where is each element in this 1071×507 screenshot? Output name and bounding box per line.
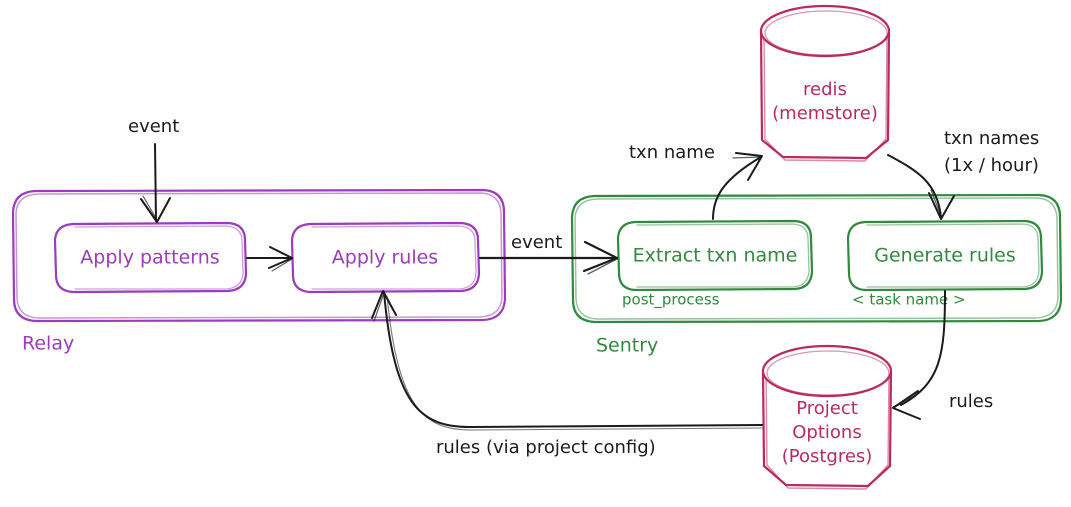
edge-txn-name-up-arrowhead <box>735 152 763 181</box>
edge-rules-to-relay-line-sketch <box>386 295 763 431</box>
redis-cylinder-body <box>759 29 891 160</box>
group-relay: Relay <box>11 188 507 355</box>
redis-cylinder-body-sketch <box>763 33 888 162</box>
extract-txn-name-sublabel: post_process <box>622 291 720 310</box>
project-options-cylinder-top-sketch <box>766 350 890 396</box>
edge-rules-to-relay-arrowhead <box>371 290 397 319</box>
edge-rules-to-relay: rules (via project config) <box>371 290 763 458</box>
node-apply-rules[interactable]: Apply rules <box>290 221 481 294</box>
group-sentry: Sentry <box>570 193 1063 357</box>
edge-event-to-sentry-arrowhead <box>582 240 619 273</box>
relay-group-label: Relay <box>22 333 74 355</box>
sentry-container-outline-sketch <box>574 197 1059 320</box>
edge-rules-to-pg: rules <box>892 290 993 420</box>
project-options-cylinder-top <box>761 344 893 398</box>
edge-rules-to-relay-line <box>383 291 763 429</box>
edge-event-to-sentry: event <box>478 232 619 275</box>
edge-txn-name-up-arrowhead-sketch <box>732 156 762 159</box>
project-options-label-line1: Project <box>796 398 858 419</box>
sentry-container-outline <box>570 193 1063 324</box>
edge-patterns-to-rules-arrowhead <box>268 246 293 269</box>
node-apply-patterns[interactable]: Apply patterns <box>53 221 248 294</box>
apply-rules-label: Apply rules <box>332 247 438 269</box>
generate-rules-label: Generate rules <box>874 245 1016 267</box>
edge-txn-names-down: txn names (1x / hour) <box>887 128 1039 220</box>
project-options-label-line3: (Postgres) <box>782 446 873 467</box>
edge-event-in-arrowhead-sketch <box>142 195 158 221</box>
edge-txn-names-down-arrowhead-sketch <box>930 189 942 217</box>
edge-txn-names-down-label-line2: (1x / hour) <box>944 155 1039 176</box>
edge-txn-name-up-line <box>712 156 762 220</box>
edge-rules-to-relay-arrowhead-sketch <box>373 292 385 322</box>
redis-label-line1: redis <box>803 79 847 100</box>
edge-rules-to-pg-arrowhead-sketch <box>892 394 917 408</box>
datastore-redis[interactable]: redis (memstore) <box>759 4 891 162</box>
generate-rules-box-sketch <box>866 223 1040 288</box>
edge-txn-names-down-line <box>887 154 942 219</box>
datastore-project-options[interactable]: Project Options (Postgres) <box>761 344 893 490</box>
generate-rules-box <box>846 219 1044 292</box>
extract-txn-name-label: Extract txn name <box>633 245 798 267</box>
edge-event-in-arrowhead <box>140 197 171 223</box>
edge-event-in-label: event <box>128 116 179 137</box>
node-extract-txn-name[interactable]: Extract txn name post_process <box>616 219 814 310</box>
edge-rules-to-pg-label: rules <box>949 391 993 412</box>
project-options-cylinder-body-sketch <box>765 373 890 490</box>
apply-patterns-box <box>53 221 248 294</box>
edge-txn-names-down-label-line1: txn names <box>944 128 1039 149</box>
edge-rules-to-pg-line <box>900 290 946 406</box>
project-options-label-line2: Options <box>792 422 861 443</box>
edge-patterns-to-rules-arrowhead-sketch <box>271 258 293 272</box>
edge-rules-to-relay-label: rules (via project config) <box>436 437 656 458</box>
relay-container-outline <box>11 188 507 323</box>
edge-rules-to-pg-arrowhead <box>892 390 921 420</box>
edge-event-to-sentry-label: event <box>511 232 562 253</box>
edge-event-to-sentry-arrowhead-sketch <box>587 258 618 275</box>
edge-event-in: event <box>128 116 179 223</box>
edge-txn-name-up: txn name <box>629 142 763 220</box>
apply-rules-box <box>290 221 481 294</box>
redis-label-line2: (memstore) <box>772 103 878 124</box>
node-generate-rules[interactable]: Generate rules < task name > <box>846 219 1044 309</box>
redis-cylinder-top <box>759 4 891 58</box>
edge-txn-name-up-label: txn name <box>629 142 715 163</box>
extract-txn-name-box-sketch <box>636 223 810 288</box>
sentry-group-label: Sentry <box>596 335 658 357</box>
project-options-cylinder-body <box>761 369 893 488</box>
redis-cylinder-top-sketch <box>764 10 888 56</box>
generate-rules-sublabel: < task name > <box>852 291 966 309</box>
apply-patterns-label: Apply patterns <box>80 247 219 269</box>
edge-txn-names-down-arrowhead <box>928 192 955 220</box>
relay-container-outline-sketch <box>15 192 503 319</box>
edge-event-in-line <box>154 143 157 222</box>
edge-patterns-to-rules <box>246 246 293 272</box>
extract-txn-name-box <box>616 219 814 292</box>
apply-patterns-box-sketch <box>74 225 244 290</box>
apply-rules-box-sketch <box>311 225 477 290</box>
